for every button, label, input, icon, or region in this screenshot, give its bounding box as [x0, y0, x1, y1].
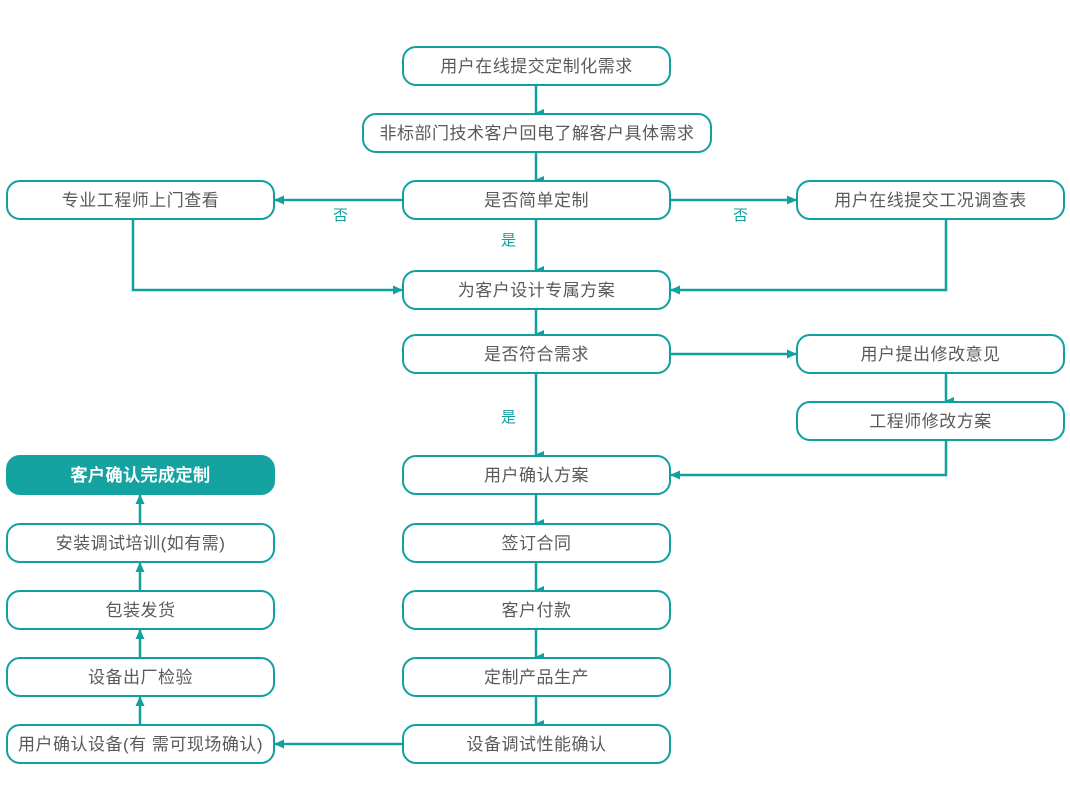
flow-node-n16[interactable]: 设备出厂检验 [6, 657, 275, 697]
flow-node-label: 为客户设计专属方案 [457, 280, 616, 300]
flow-node-n5[interactable]: 用户在线提交工况调查表 [796, 180, 1065, 220]
flow-node-n3[interactable]: 是否简单定制 [402, 180, 671, 220]
flow-node-label: 用户确认方案 [484, 465, 589, 485]
flow-edge-e11 [670, 441, 948, 480]
flow-node-n12[interactable]: 客户付款 [402, 590, 671, 630]
flow-node-n6[interactable]: 为客户设计专属方案 [402, 270, 671, 310]
flow-node-n9[interactable]: 工程师修改方案 [796, 401, 1065, 441]
flow-node-label: 是否符合需求 [484, 344, 589, 364]
flow-node-n19[interactable]: 客户确认完成定制 [6, 455, 275, 495]
flow-node-n10[interactable]: 用户确认方案 [402, 455, 671, 495]
flow-node-n13[interactable]: 定制产品生产 [402, 657, 671, 697]
flow-node-label: 用户提出修改意见 [860, 344, 1001, 364]
flow-node-n14[interactable]: 设备调试性能确认 [402, 724, 671, 764]
flow-node-label: 客户付款 [501, 600, 572, 620]
flow-node-label: 专业工程师上门查看 [61, 190, 220, 210]
flow-node-label: 定制产品生产 [484, 667, 589, 687]
flow-node-n2[interactable]: 非标部门技术客户回电了解客户具体需求 [362, 113, 712, 153]
flow-node-label: 非标部门技术客户回电了解客户具体需求 [379, 123, 695, 143]
flow-node-label: 签订合同 [501, 533, 572, 553]
flow-node-n17[interactable]: 包装发货 [6, 590, 275, 630]
edge-label-l4: 是 [501, 409, 517, 426]
flow-node-n18[interactable]: 安装调试培训(如有需) [6, 523, 275, 563]
flow-node-n8[interactable]: 用户提出修改意见 [796, 334, 1065, 374]
flow-node-n11[interactable]: 签订合同 [402, 523, 671, 563]
edge-label-l3: 是 [501, 232, 517, 249]
flow-node-label: 工程师修改方案 [869, 411, 992, 431]
flow-node-n4[interactable]: 专业工程师上门查看 [6, 180, 275, 220]
flow-node-label: 包装发货 [105, 600, 176, 620]
flow-node-label: 用户确认设备(有 需可现场确认) [17, 734, 264, 754]
flow-edge-e7 [670, 220, 948, 295]
flow-node-label: 设备调试性能确认 [466, 734, 607, 754]
flow-node-label: 是否简单定制 [484, 190, 589, 210]
flow-edge-e6 [131, 220, 403, 295]
flow-node-n7[interactable]: 是否符合需求 [402, 334, 671, 374]
edge-label-l1: 否 [333, 207, 349, 224]
flow-node-label: 安装调试培训(如有需) [55, 533, 226, 553]
flow-node-label: 设备出厂检验 [88, 667, 193, 687]
flow-node-n15[interactable]: 用户确认设备(有 需可现场确认) [6, 724, 275, 764]
flow-node-n1[interactable]: 用户在线提交定制化需求 [402, 46, 671, 86]
flow-node-label: 用户在线提交定制化需求 [440, 56, 633, 76]
flow-node-label: 用户在线提交工况调查表 [834, 190, 1027, 210]
flow-node-label: 客户确认完成定制 [70, 465, 211, 485]
edge-label-l2: 否 [733, 207, 749, 224]
